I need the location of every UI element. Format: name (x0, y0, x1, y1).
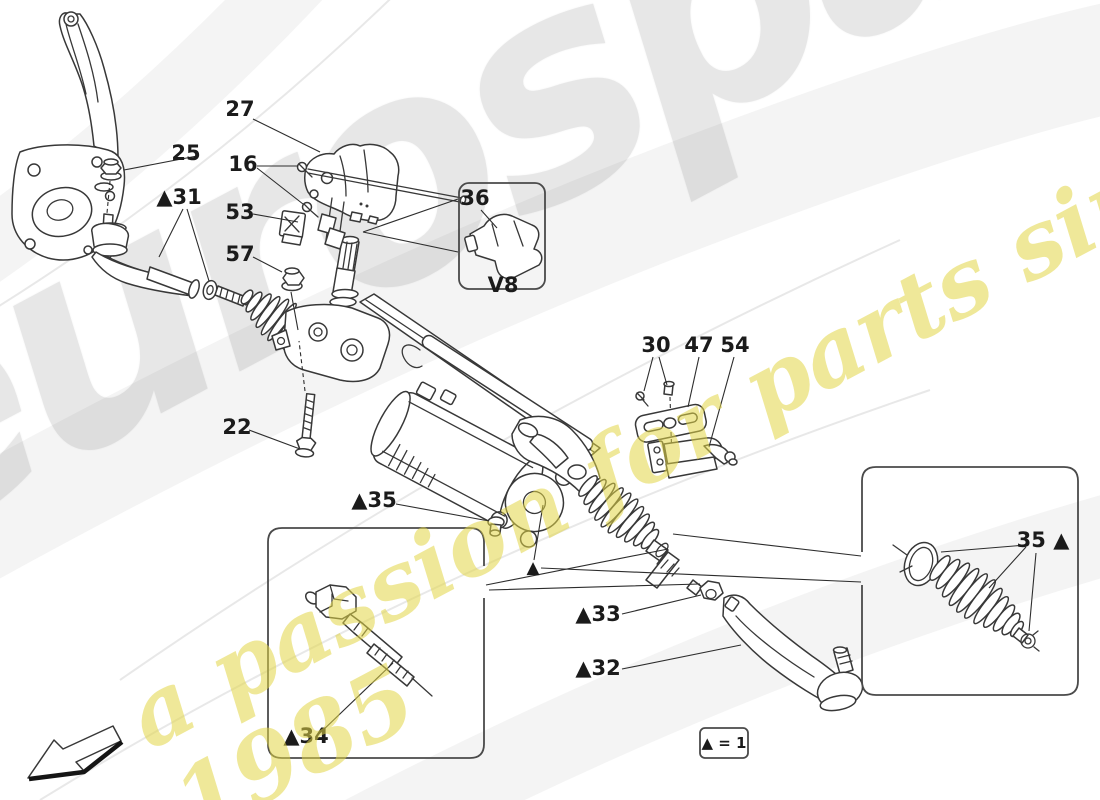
rack-housing-arm (511, 415, 601, 493)
v8-variant-box (362, 182, 546, 290)
callout-31: ▲31 (156, 185, 201, 209)
boot-clip (1020, 630, 1040, 652)
callout-36: 36 (460, 186, 489, 210)
callout-27: 27 (225, 97, 254, 121)
bracket-53 (278, 210, 346, 250)
boot-kit-box (540, 466, 1079, 696)
bolt-22 (294, 392, 317, 458)
shield-screws-16 (296, 161, 467, 218)
inner-tie-rod-box (267, 527, 701, 759)
callout-35-box: 35 ▲ (1017, 528, 1071, 552)
boot-bellows (929, 555, 1029, 644)
callout-34: ▲34 (283, 724, 328, 748)
direction-arrow-icon (27, 725, 124, 782)
left-outer-tie-rod (91, 213, 251, 307)
tie-rod-lock-nut-33 (699, 580, 724, 601)
plug-35 (487, 516, 505, 537)
inner-tie-rod-34 (304, 584, 433, 697)
callout-57: 57 (225, 242, 254, 266)
v8-variant-label: V8 (488, 273, 519, 297)
callout-53: 53 (225, 200, 254, 224)
legend-text: ▲ = 1 (702, 734, 747, 752)
callout-16: 16 (228, 152, 257, 176)
tie-rod-nut-25 (94, 158, 122, 214)
callout-47: 47 (684, 333, 713, 357)
triangle-marker: ▲ (526, 558, 540, 578)
leader-lines (123, 118, 742, 670)
callout-32: ▲32 (575, 656, 620, 680)
steering-input-shaft (271, 235, 391, 383)
triangle-marker-leader (533, 504, 544, 561)
bolt-22-axis-line (298, 340, 306, 392)
right-outer-tie-rod (722, 594, 864, 712)
callout-35: ▲35 (351, 488, 396, 512)
mount-bracket-54 (647, 437, 738, 479)
legend: ▲ = 1 (699, 727, 749, 759)
callout-54: 54 (720, 333, 749, 357)
mount-plate-47 (634, 380, 707, 459)
nut-57 (281, 267, 305, 292)
heat-shield-36 (464, 213, 543, 280)
callout-25: 25 (171, 141, 200, 165)
callout-30: 30 (641, 333, 670, 357)
callout-22: 22 (222, 415, 251, 439)
right-steering-boot (578, 475, 669, 562)
callout-33: ▲33 (575, 602, 620, 626)
